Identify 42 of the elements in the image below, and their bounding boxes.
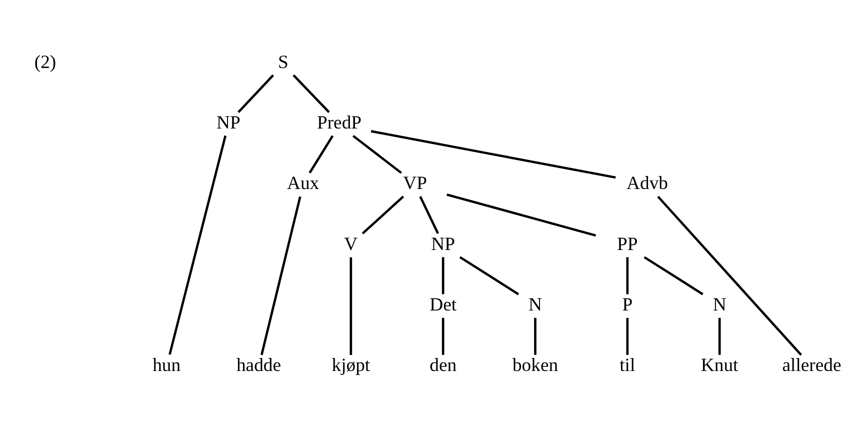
connector: [238, 74, 274, 112]
node-text: P: [622, 294, 633, 315]
node-text: hadde: [236, 354, 282, 376]
node-text: allerede: [782, 354, 842, 376]
node-text: NP: [216, 112, 240, 133]
node-text: VP: [403, 172, 428, 194]
connector: [260, 196, 302, 355]
connector: [350, 256, 352, 354]
connector: [626, 317, 629, 354]
connector: [308, 134, 334, 173]
node-text: N: [712, 294, 726, 315]
node-text: PP: [617, 233, 638, 254]
node-text: Knut: [700, 354, 738, 376]
connector: [370, 130, 616, 178]
connector: [442, 317, 444, 354]
node-text: N: [528, 294, 542, 315]
connector: [292, 74, 330, 113]
label: (2): [34, 51, 56, 72]
node-text: kjøpt: [332, 354, 370, 376]
connector: [459, 256, 520, 295]
node-text: boken: [512, 354, 558, 376]
node-text: NP: [431, 233, 456, 254]
node-text: V: [344, 233, 358, 254]
connector: [718, 317, 721, 354]
connector: [352, 134, 402, 174]
node-text: den: [430, 354, 457, 376]
connector: [362, 195, 404, 234]
connector: [626, 256, 629, 294]
node-text: Aux: [287, 172, 320, 194]
node-text: S: [278, 51, 288, 72]
connector: [644, 256, 704, 295]
connector: [419, 196, 440, 234]
connector: [168, 134, 227, 354]
node-text: hun: [152, 354, 181, 376]
connector: [657, 195, 802, 356]
connector: [446, 192, 596, 236]
node-text: til: [620, 354, 636, 376]
connector: [442, 256, 444, 294]
connector: [534, 317, 536, 354]
node-text: PredP: [316, 112, 362, 133]
node-text: Advb: [626, 172, 668, 194]
node-text: Det: [430, 294, 457, 315]
